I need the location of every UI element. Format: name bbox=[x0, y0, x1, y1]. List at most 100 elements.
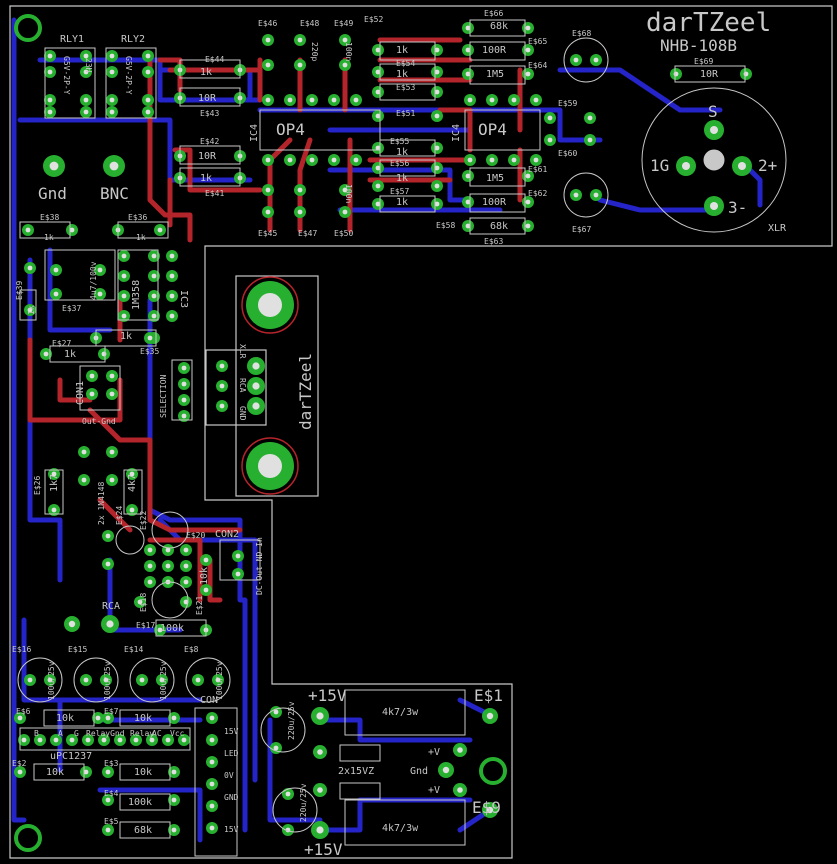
pad-hole bbox=[183, 579, 189, 585]
pad-hole bbox=[434, 113, 440, 119]
pad-hole bbox=[273, 745, 279, 751]
row-label-b: B bbox=[34, 729, 39, 738]
r4: E$4 bbox=[104, 789, 119, 798]
r55: E$55 bbox=[390, 137, 410, 146]
pad-hole bbox=[195, 677, 201, 683]
val-1k-ls-d: 1k bbox=[120, 331, 133, 342]
r18: E$18 bbox=[139, 592, 148, 612]
r66: E$66 bbox=[484, 9, 504, 18]
pad-hole bbox=[297, 37, 303, 43]
psu-ov-b: +V bbox=[428, 785, 441, 796]
pad-hole bbox=[265, 157, 271, 163]
pad-hole bbox=[587, 115, 593, 121]
pad-hole bbox=[525, 47, 531, 53]
pad-hole bbox=[375, 89, 381, 95]
pad-hole bbox=[106, 620, 114, 628]
psu-zener: 2x15VZ bbox=[338, 766, 375, 777]
diodes-1n4148: 2x 1N4148 bbox=[97, 481, 106, 525]
val-1k-ls-e: 1k bbox=[64, 349, 77, 360]
r38: E$38 bbox=[40, 213, 60, 222]
pad-hole bbox=[434, 183, 440, 189]
r8: E$8 bbox=[184, 645, 199, 654]
pad-hole bbox=[309, 97, 315, 103]
pad-hole bbox=[183, 563, 189, 569]
switch-rca: RCA bbox=[238, 378, 247, 393]
pad-hole bbox=[157, 227, 163, 233]
pad-hole bbox=[285, 791, 291, 797]
pad-hole bbox=[145, 97, 151, 103]
pad-hole bbox=[573, 57, 579, 63]
pad-hole bbox=[95, 715, 101, 721]
pad-hole bbox=[209, 781, 215, 787]
pad-hole bbox=[235, 571, 241, 577]
pad-hole bbox=[442, 766, 450, 774]
val-1k-ls-a: 1k bbox=[44, 233, 54, 242]
xlr-pin3: 3- bbox=[728, 198, 748, 217]
con-pin-gnd: GND bbox=[224, 793, 239, 802]
pad-hole bbox=[165, 563, 171, 569]
r42: E$42 bbox=[200, 137, 220, 146]
out-gnd: Out-Gnd bbox=[82, 417, 116, 426]
val-220p: 220p bbox=[310, 42, 319, 62]
con-pin-15v-a: 15V bbox=[224, 727, 239, 736]
pad-hole bbox=[171, 827, 177, 833]
psu-plus15v-top: +15V bbox=[308, 686, 347, 705]
pad-hole bbox=[159, 677, 165, 683]
pad-hole bbox=[209, 715, 215, 721]
val-100k-bl: 100k bbox=[128, 797, 153, 808]
pad-hole bbox=[97, 291, 103, 297]
pad-hole bbox=[105, 827, 111, 833]
pad-hole bbox=[525, 71, 531, 77]
r22: E$22 bbox=[139, 510, 148, 530]
val-100r-b: 100R bbox=[482, 197, 507, 208]
r58: E$58 bbox=[436, 221, 456, 230]
pad-hole bbox=[375, 201, 381, 207]
val-1m5-a: 1M5 bbox=[486, 69, 505, 80]
pad-hole bbox=[265, 209, 271, 215]
switch-gnd: GND bbox=[238, 406, 247, 421]
pad-hole bbox=[147, 335, 153, 341]
pad-hole bbox=[457, 787, 463, 793]
pad-hole bbox=[105, 769, 111, 775]
pad-hole bbox=[219, 383, 225, 389]
pad-hole bbox=[342, 187, 348, 193]
r45: E$45 bbox=[258, 229, 278, 238]
pad-hole bbox=[489, 157, 495, 163]
ic-lm358: 1M358 bbox=[131, 279, 142, 310]
r52: E$52 bbox=[364, 15, 384, 24]
r21: E$21 bbox=[195, 595, 204, 615]
pad-hole bbox=[105, 797, 111, 803]
pad-hole bbox=[297, 187, 303, 193]
pad-hole bbox=[219, 363, 225, 369]
pad-hole bbox=[489, 97, 495, 103]
r53: E$53 bbox=[396, 83, 416, 92]
psu-plus15v-bottom: +15V bbox=[304, 840, 343, 859]
r27: E$27 bbox=[52, 339, 72, 348]
pad-hole bbox=[353, 157, 359, 163]
pad-hole bbox=[101, 351, 107, 357]
pad-hole bbox=[53, 267, 59, 273]
pad-hole bbox=[181, 413, 187, 419]
pad-hole bbox=[375, 165, 381, 171]
r35: E$35 bbox=[140, 347, 160, 356]
pad-hole bbox=[265, 62, 271, 68]
pad-hole bbox=[27, 307, 33, 313]
psu-ov-a: +V bbox=[428, 747, 441, 758]
pad-hole bbox=[145, 53, 151, 59]
pad-hole bbox=[83, 677, 89, 683]
r56: E$56 bbox=[390, 159, 410, 168]
pad-hole bbox=[89, 373, 95, 379]
r2: E$2 bbox=[12, 759, 27, 768]
con-pin-0v: 0V bbox=[224, 771, 234, 780]
pad-hole bbox=[149, 737, 155, 743]
pad-hole bbox=[209, 759, 215, 765]
pad-hole bbox=[51, 471, 57, 477]
r41: E$41 bbox=[205, 189, 225, 198]
ic3: IC3 bbox=[178, 290, 189, 309]
pad-hole bbox=[317, 787, 323, 793]
pad-hole bbox=[17, 715, 23, 721]
val-1k-ls-b: 1k bbox=[136, 233, 146, 242]
r68: E$68 bbox=[572, 29, 592, 38]
op4-right: OP4 bbox=[478, 120, 507, 139]
pad-hole bbox=[434, 69, 440, 75]
